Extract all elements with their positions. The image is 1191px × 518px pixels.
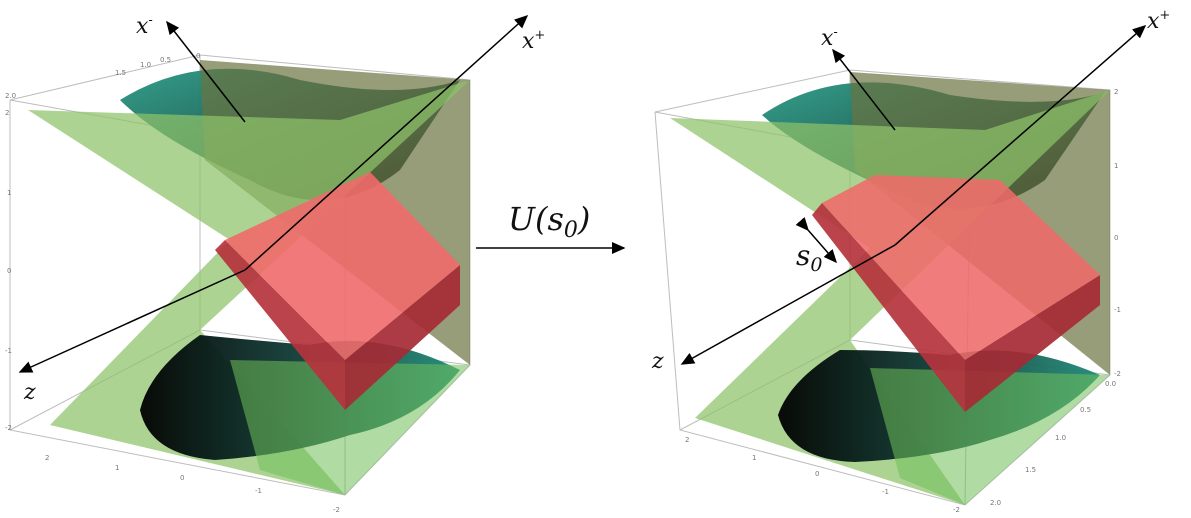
svg-text:0: 0 [196, 52, 200, 60]
svg-text:-1: -1 [5, 347, 12, 355]
left-axis-x-plus [244, 14, 529, 271]
svg-text:-1: -1 [1114, 306, 1121, 314]
svg-text:-2: -2 [953, 506, 960, 514]
svg-text:0.5: 0.5 [160, 56, 171, 64]
right-shift-indicator: s0 [795, 217, 837, 276]
svg-text:2: 2 [5, 109, 9, 117]
svg-text:0: 0 [180, 474, 184, 482]
left-axis-x-minus-label: x- [136, 13, 153, 39]
svg-text:2.0: 2.0 [990, 499, 1001, 507]
transform-label: U(s0) [508, 200, 590, 243]
left-panel: x- x+ z 2.0 2 1 0 -1 -2 1.5 1.0 0.5 0 2 … [5, 13, 545, 514]
svg-text:0.0: 0.0 [1105, 380, 1116, 388]
svg-text:2: 2 [685, 436, 689, 444]
left-light-cone-plane [28, 80, 470, 495]
left-axis-z [18, 269, 246, 373]
svg-text:1: 1 [7, 189, 11, 197]
right-axis-x-minus [832, 48, 896, 131]
shift-double-arrow [795, 217, 837, 264]
right-axis-z-label: z [651, 349, 664, 374]
right-lower-cone [778, 350, 1110, 505]
left-tick-labels: 2.0 2 1 0 -1 -2 1.5 1.0 0.5 0 2 1 0 -1 -… [5, 52, 340, 514]
svg-text:0: 0 [815, 470, 819, 478]
right-axis-x-plus-label: x+ [1147, 8, 1170, 34]
shift-label: s0 [796, 239, 822, 276]
svg-text:-1: -1 [255, 487, 262, 495]
svg-text:1.5: 1.5 [1025, 466, 1036, 474]
right-axis-x-minus-label: x- [821, 25, 838, 51]
svg-text:-2: -2 [333, 506, 340, 514]
svg-text:-1: -1 [882, 488, 889, 496]
svg-text:1: 1 [752, 454, 756, 462]
svg-text:1: 1 [115, 464, 119, 472]
svg-text:0: 0 [1114, 234, 1118, 242]
right-tick-labels: 2 1 0 -1 -2 0.0 0.5 1.0 1.5 2.0 2 1 0 -1… [685, 88, 1121, 514]
svg-text:1.0: 1.0 [1055, 434, 1066, 442]
right-axis-z [680, 244, 896, 365]
left-axis-x-plus-label: x+ [522, 28, 545, 54]
svg-text:0.5: 0.5 [1080, 406, 1091, 414]
svg-text:2.0: 2.0 [5, 92, 16, 100]
svg-text:1.0: 1.0 [140, 61, 151, 69]
svg-text:1.5: 1.5 [115, 69, 126, 77]
right-panel: s0 x- x+ z 2 1 0 -1 -2 0.0 0.5 1.0 1.5 2… [651, 8, 1170, 514]
svg-text:2: 2 [45, 454, 49, 462]
svg-text:1: 1 [1114, 162, 1118, 170]
svg-text:2: 2 [1114, 88, 1118, 96]
left-axis-z-label: z [23, 380, 36, 405]
svg-text:0: 0 [7, 267, 11, 275]
left-axis-x-minus [166, 20, 246, 123]
left-wave-packet-box [215, 172, 460, 410]
svg-text:-2: -2 [1114, 370, 1121, 378]
right-wave-packet-box [812, 175, 1100, 412]
svg-text:-2: -2 [5, 424, 12, 432]
transform-arrow-group: U(s0) [476, 200, 626, 254]
right-axis-x-plus [894, 25, 1147, 246]
left-axes [18, 14, 529, 373]
right-axes [680, 25, 1147, 365]
